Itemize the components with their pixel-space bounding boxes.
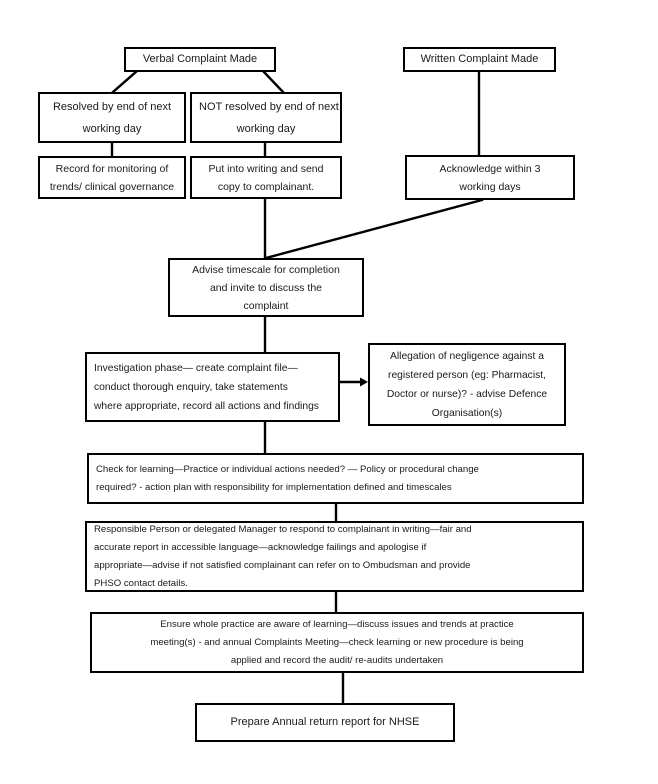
node-text-line: Check for learning—Practice or individua… xyxy=(96,463,479,475)
node-text-line: registered person (eg: Pharmacist, xyxy=(388,369,546,381)
node-prepare-annual-return-report[interactable]: Prepare Annual return report for NHSE xyxy=(195,703,455,742)
node-text-line: Allegation of negligence against a xyxy=(390,350,544,362)
node-text-line: Written Complaint Made xyxy=(420,53,539,65)
node-text-line: working day xyxy=(82,122,142,135)
node-text-line: Record for monitoring of xyxy=(55,162,169,175)
node-text-line: Prepare Annual return report for NHSE xyxy=(230,716,420,728)
node-investigation-phase[interactable]: Investigation phase— create complaint fi… xyxy=(85,352,340,422)
node-text-line: NOT resolved by end of next xyxy=(199,100,339,113)
node-text-line: Acknowledge within 3 xyxy=(439,162,541,175)
node-text-line: PHSO contact details. xyxy=(94,577,188,589)
node-text-line: Advise timescale for completion xyxy=(192,263,340,276)
node-text-line: Organisation(s) xyxy=(431,407,503,419)
node-text-line: required? - action plan with responsibil… xyxy=(96,481,452,493)
node-text-line: conduct thorough enquiry, take statement… xyxy=(94,381,288,393)
node-text-line: trends/ clinical governance xyxy=(49,180,175,193)
node-text-line: and invite to discuss the xyxy=(209,281,323,294)
node-text-line: copy to complainant. xyxy=(217,180,315,193)
connector-acknowledge-to-advise xyxy=(264,198,484,260)
node-ensure-whole-practice-aware[interactable]: Ensure whole practice are aware of learn… xyxy=(90,612,584,673)
node-text-line: appropriate—advise if not satisfied comp… xyxy=(94,559,471,571)
node-responsible-person-response[interactable]: Responsible Person or delegated Manager … xyxy=(85,521,584,592)
node-text-line: applied and record the audit/ re-audits … xyxy=(230,654,444,666)
node-acknowledge-within-3-working-days[interactable]: Acknowledge within 3 working days xyxy=(405,155,575,200)
node-text-line: Verbal Complaint Made xyxy=(142,53,258,65)
node-not-resolved-by-end-of-next-working-day[interactable]: NOT resolved by end of next working day xyxy=(190,92,342,143)
node-resolved-by-end-of-next-working-day[interactable]: Resolved by end of next working day xyxy=(38,92,186,143)
node-verbal-complaint-made[interactable]: Verbal Complaint Made xyxy=(124,47,276,72)
node-text-line: complaint xyxy=(243,299,289,312)
node-record-for-monitoring[interactable]: Record for monitoring of trends/ clinica… xyxy=(38,156,186,199)
node-text-line: Ensure whole practice are aware of learn… xyxy=(160,618,514,630)
node-text-line: where appropriate, record all actions an… xyxy=(94,400,319,412)
node-text-line: working days xyxy=(459,180,521,193)
node-check-for-learning[interactable]: Check for learning—Practice or individua… xyxy=(87,453,584,504)
node-text-line: Resolved by end of next xyxy=(52,100,172,113)
node-put-into-writing[interactable]: Put into writing and send copy to compla… xyxy=(190,156,342,199)
node-text-line: meeting(s) - and annual Complaints Meeti… xyxy=(150,636,524,648)
node-text-line: Doctor or nurse)? - advise Defence xyxy=(386,388,548,400)
node-advise-timescale[interactable]: Advise timescale for completion and invi… xyxy=(168,258,364,317)
node-written-complaint-made[interactable]: Written Complaint Made xyxy=(403,47,556,72)
node-allegation-of-negligence[interactable]: Allegation of negligence against a regis… xyxy=(368,343,566,426)
node-text-line: Investigation phase— create complaint fi… xyxy=(94,362,298,374)
node-text-line: accurate report in accessible language—a… xyxy=(94,541,427,553)
node-text-line: Put into writing and send xyxy=(208,162,324,175)
node-text-line: working day xyxy=(236,122,296,135)
connector-verbal-to-resolved xyxy=(111,69,139,94)
arrowhead-investigation-to-allegation xyxy=(360,377,368,387)
node-text-line: Responsible Person or delegated Manager … xyxy=(94,523,472,535)
connector-verbal-to-not-resolved xyxy=(261,69,285,94)
